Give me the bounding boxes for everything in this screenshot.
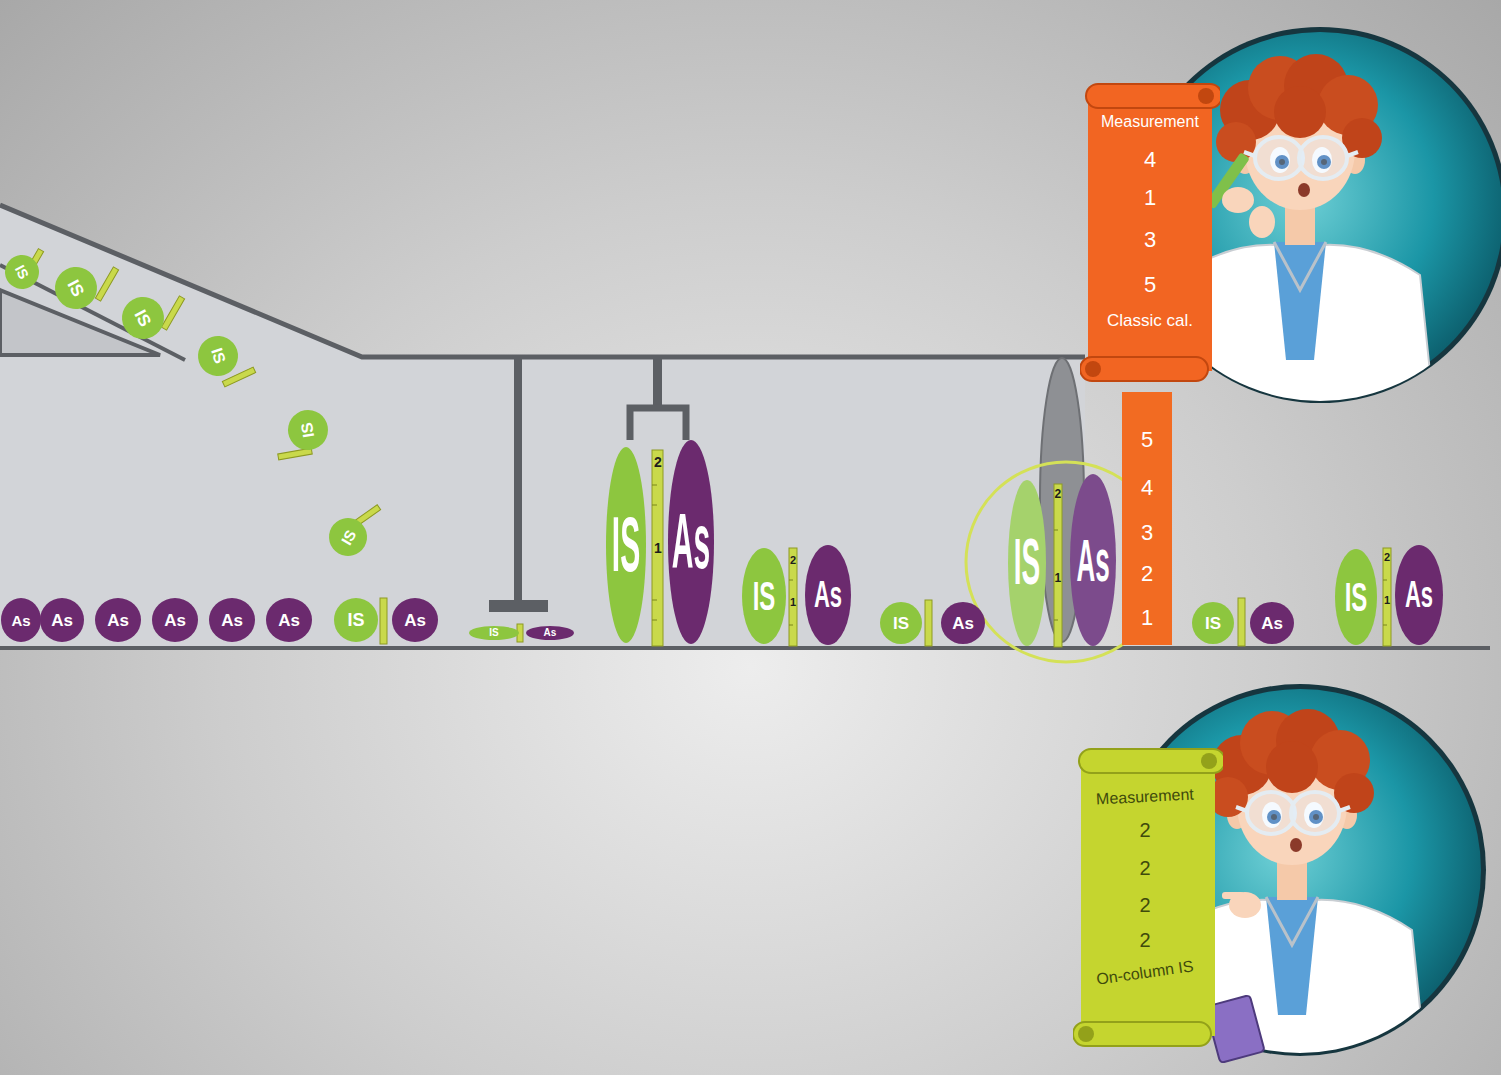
- molecule-label: As: [221, 612, 243, 629]
- molecule-label: IS: [208, 346, 228, 365]
- ruler-number: 1: [1384, 595, 1390, 606]
- molecule-label: As: [51, 612, 73, 629]
- molecule-ellipse: As: [152, 598, 198, 642]
- measurement-value: 2: [1140, 930, 1151, 950]
- molecule-ellipse: IS: [880, 602, 922, 644]
- molecule-ellipse: As: [209, 598, 255, 642]
- molecule-ellipse: IS: [1335, 549, 1377, 645]
- measurement-value: 5: [1144, 274, 1156, 296]
- molecule-ellipse: As: [941, 602, 985, 644]
- molecule-label: IS: [347, 611, 364, 629]
- measurement-value: 3: [1144, 229, 1156, 251]
- molecule-label: As: [11, 613, 30, 628]
- molecule-ellipse: As: [266, 598, 312, 642]
- measurement-value: 2: [1140, 820, 1151, 840]
- molecule-label: As: [672, 503, 710, 581]
- molecule-label: IS: [1345, 577, 1368, 618]
- molecule-label: IS: [132, 307, 155, 329]
- molecule-ellipse: As: [668, 440, 714, 644]
- molecule-label: As: [107, 612, 129, 629]
- molecule-label: As: [544, 628, 557, 638]
- molecule-label: IS: [13, 263, 32, 281]
- scale-number: 4: [1141, 477, 1153, 499]
- molecule-label: IS: [1014, 531, 1040, 595]
- molecule-label: As: [814, 576, 842, 613]
- ruler-number: 2: [654, 455, 662, 469]
- molecule-ellipse: IS: [606, 447, 646, 643]
- molecule-ellipse: As: [1, 598, 41, 642]
- molecule-ellipse: IS: [742, 548, 786, 644]
- molecule-ellipse: IS: [1192, 602, 1234, 644]
- molecule-label: As: [404, 612, 426, 629]
- molecule-label: As: [1076, 530, 1109, 590]
- measurement-value: 2: [1140, 895, 1151, 915]
- molecule-ellipse: As: [1395, 545, 1443, 645]
- measurement-value: 1: [1144, 187, 1156, 209]
- ruler-number: 1: [790, 597, 796, 608]
- ruler-number: 1: [1055, 572, 1062, 584]
- ruler-number: 2: [1384, 552, 1390, 563]
- molecule-ellipse: As: [392, 598, 438, 642]
- scale-number: 3: [1141, 522, 1153, 544]
- measurement-value: 2: [1140, 858, 1151, 878]
- molecule-label: IS: [753, 576, 776, 617]
- molecule-label: As: [952, 615, 974, 632]
- molecule-label: IS: [338, 527, 358, 547]
- ruler-number: 2: [1055, 488, 1062, 500]
- molecule-ellipse: As: [1070, 474, 1116, 646]
- scroll-heading: Measurement: [1101, 114, 1199, 130]
- molecule-ellipse: As: [526, 626, 574, 640]
- molecule-ellipse: As: [40, 598, 84, 642]
- measurement-scroll: Measurement 4 1 3 5Classic cal.: [1080, 80, 1220, 385]
- scale-number: 2: [1141, 563, 1153, 585]
- scale-number: 5: [1141, 429, 1153, 451]
- molecule-label: IS: [489, 628, 498, 638]
- molecule-ellipse: IS: [1008, 480, 1046, 646]
- molecule-ellipse: As: [95, 598, 141, 642]
- measurement-value: 4: [1144, 149, 1156, 171]
- molecule-label: IS: [65, 277, 88, 299]
- molecule-label: As: [1405, 576, 1433, 613]
- molecule-ellipse: As: [1250, 602, 1294, 644]
- molecule-ellipse: As: [805, 545, 851, 645]
- scale-bar: 5 4 3 2 1: [1122, 392, 1172, 645]
- molecule-ellipse: IS: [469, 626, 519, 640]
- scroll-heading: Classic cal.: [1107, 312, 1193, 329]
- ruler-number: 1: [654, 541, 662, 555]
- scale-number: 1: [1141, 607, 1153, 629]
- molecule-label: As: [1261, 615, 1283, 632]
- measurement-scroll: Measurement2222On-column IS: [1073, 745, 1223, 1050]
- molecule-label: IS: [1205, 615, 1221, 632]
- molecule-label: IS: [299, 421, 317, 439]
- molecule-label: As: [278, 612, 300, 629]
- ruler-number: 2: [790, 555, 796, 566]
- molecule-label: As: [164, 612, 186, 629]
- molecule-ellipse: IS: [334, 598, 378, 642]
- molecule-label: IS: [612, 506, 640, 584]
- molecule-label: IS: [893, 615, 909, 632]
